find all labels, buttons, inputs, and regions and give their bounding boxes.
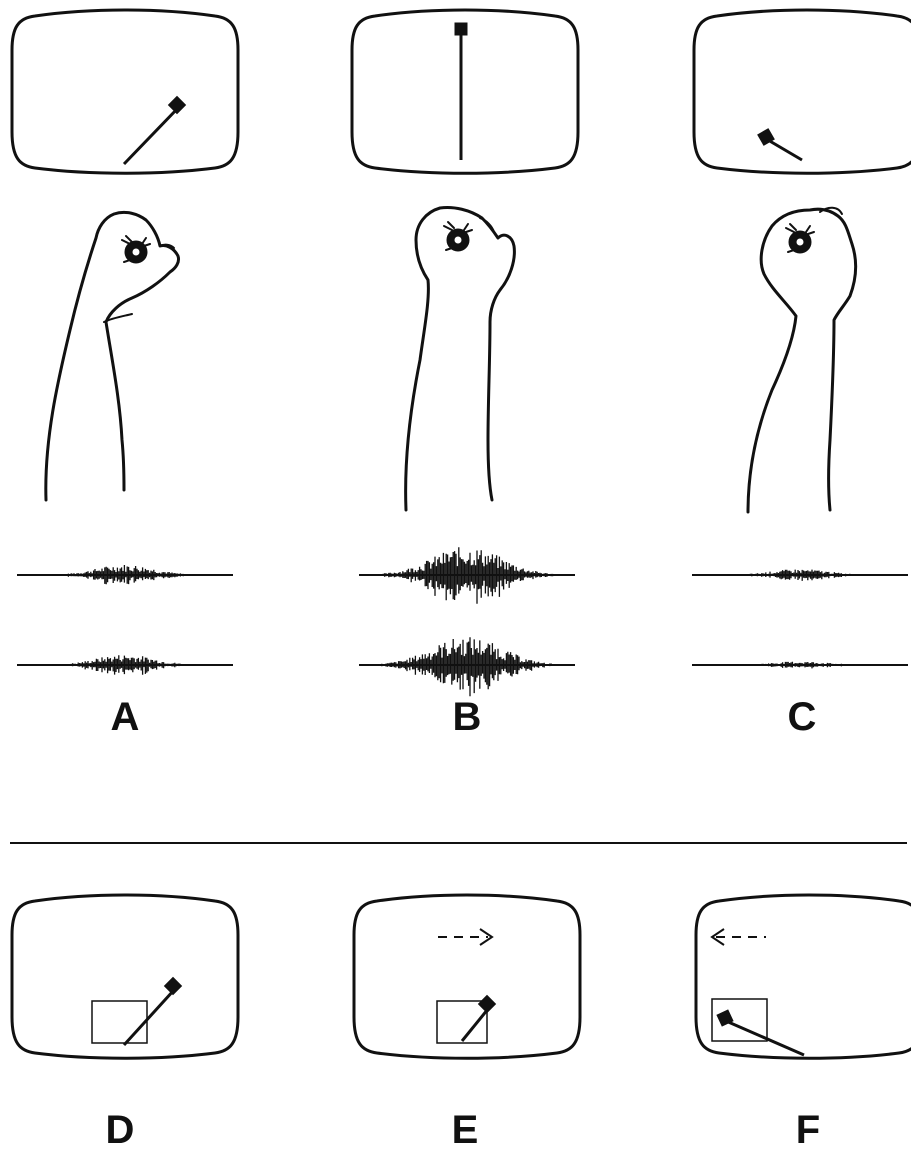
emg-traces xyxy=(17,547,908,696)
emg-burst xyxy=(379,637,554,696)
monitor-d xyxy=(12,895,238,1058)
emg-burst xyxy=(53,655,196,675)
emg-trace-icon xyxy=(17,655,233,675)
panel-label-f: F xyxy=(796,1108,820,1150)
monitor-f xyxy=(696,895,911,1058)
cursor-e xyxy=(462,997,494,1041)
fist-forearm-icon xyxy=(406,207,515,510)
emg-trace-icon xyxy=(692,662,908,669)
emg-trace-icon xyxy=(359,547,575,604)
dashed-arrow-icon xyxy=(712,929,766,945)
panel-label-e: E xyxy=(452,1108,479,1150)
monitor-c xyxy=(694,10,911,173)
emg-trace-icon xyxy=(17,565,233,584)
panel-label-d: D xyxy=(106,1108,135,1150)
cursor-d xyxy=(124,979,180,1045)
emg-burst xyxy=(728,570,871,581)
monitor-screen-icon xyxy=(694,10,911,173)
fist-forearm-icon xyxy=(46,212,179,500)
panel-label-a: A xyxy=(111,695,140,739)
monitor-screen-icon xyxy=(12,10,238,173)
arm-c xyxy=(748,208,856,512)
emg-trace-icon xyxy=(359,637,575,696)
cursor-c xyxy=(759,130,802,160)
panel-label-b: B xyxy=(453,695,482,739)
monitor-b xyxy=(352,10,578,173)
fist-forearm-icon xyxy=(748,208,856,512)
monitor-screen-icon xyxy=(696,895,911,1058)
target-box-d xyxy=(92,1001,147,1043)
cursor-a xyxy=(124,98,184,164)
target-box-e xyxy=(437,1001,487,1043)
monitor-screen-icon xyxy=(12,895,238,1058)
cursor-f xyxy=(718,1011,804,1055)
emg-burst xyxy=(53,565,196,584)
arm-a xyxy=(46,212,179,500)
monitor-e xyxy=(354,895,580,1058)
dashed-arrow-icon xyxy=(438,929,492,945)
arm-b xyxy=(406,207,515,510)
monitor-a xyxy=(12,10,238,173)
panel-label-c: C xyxy=(788,695,817,739)
emg-trace-icon xyxy=(692,570,908,581)
emg-burst xyxy=(728,662,871,669)
cursor-b xyxy=(456,24,466,160)
